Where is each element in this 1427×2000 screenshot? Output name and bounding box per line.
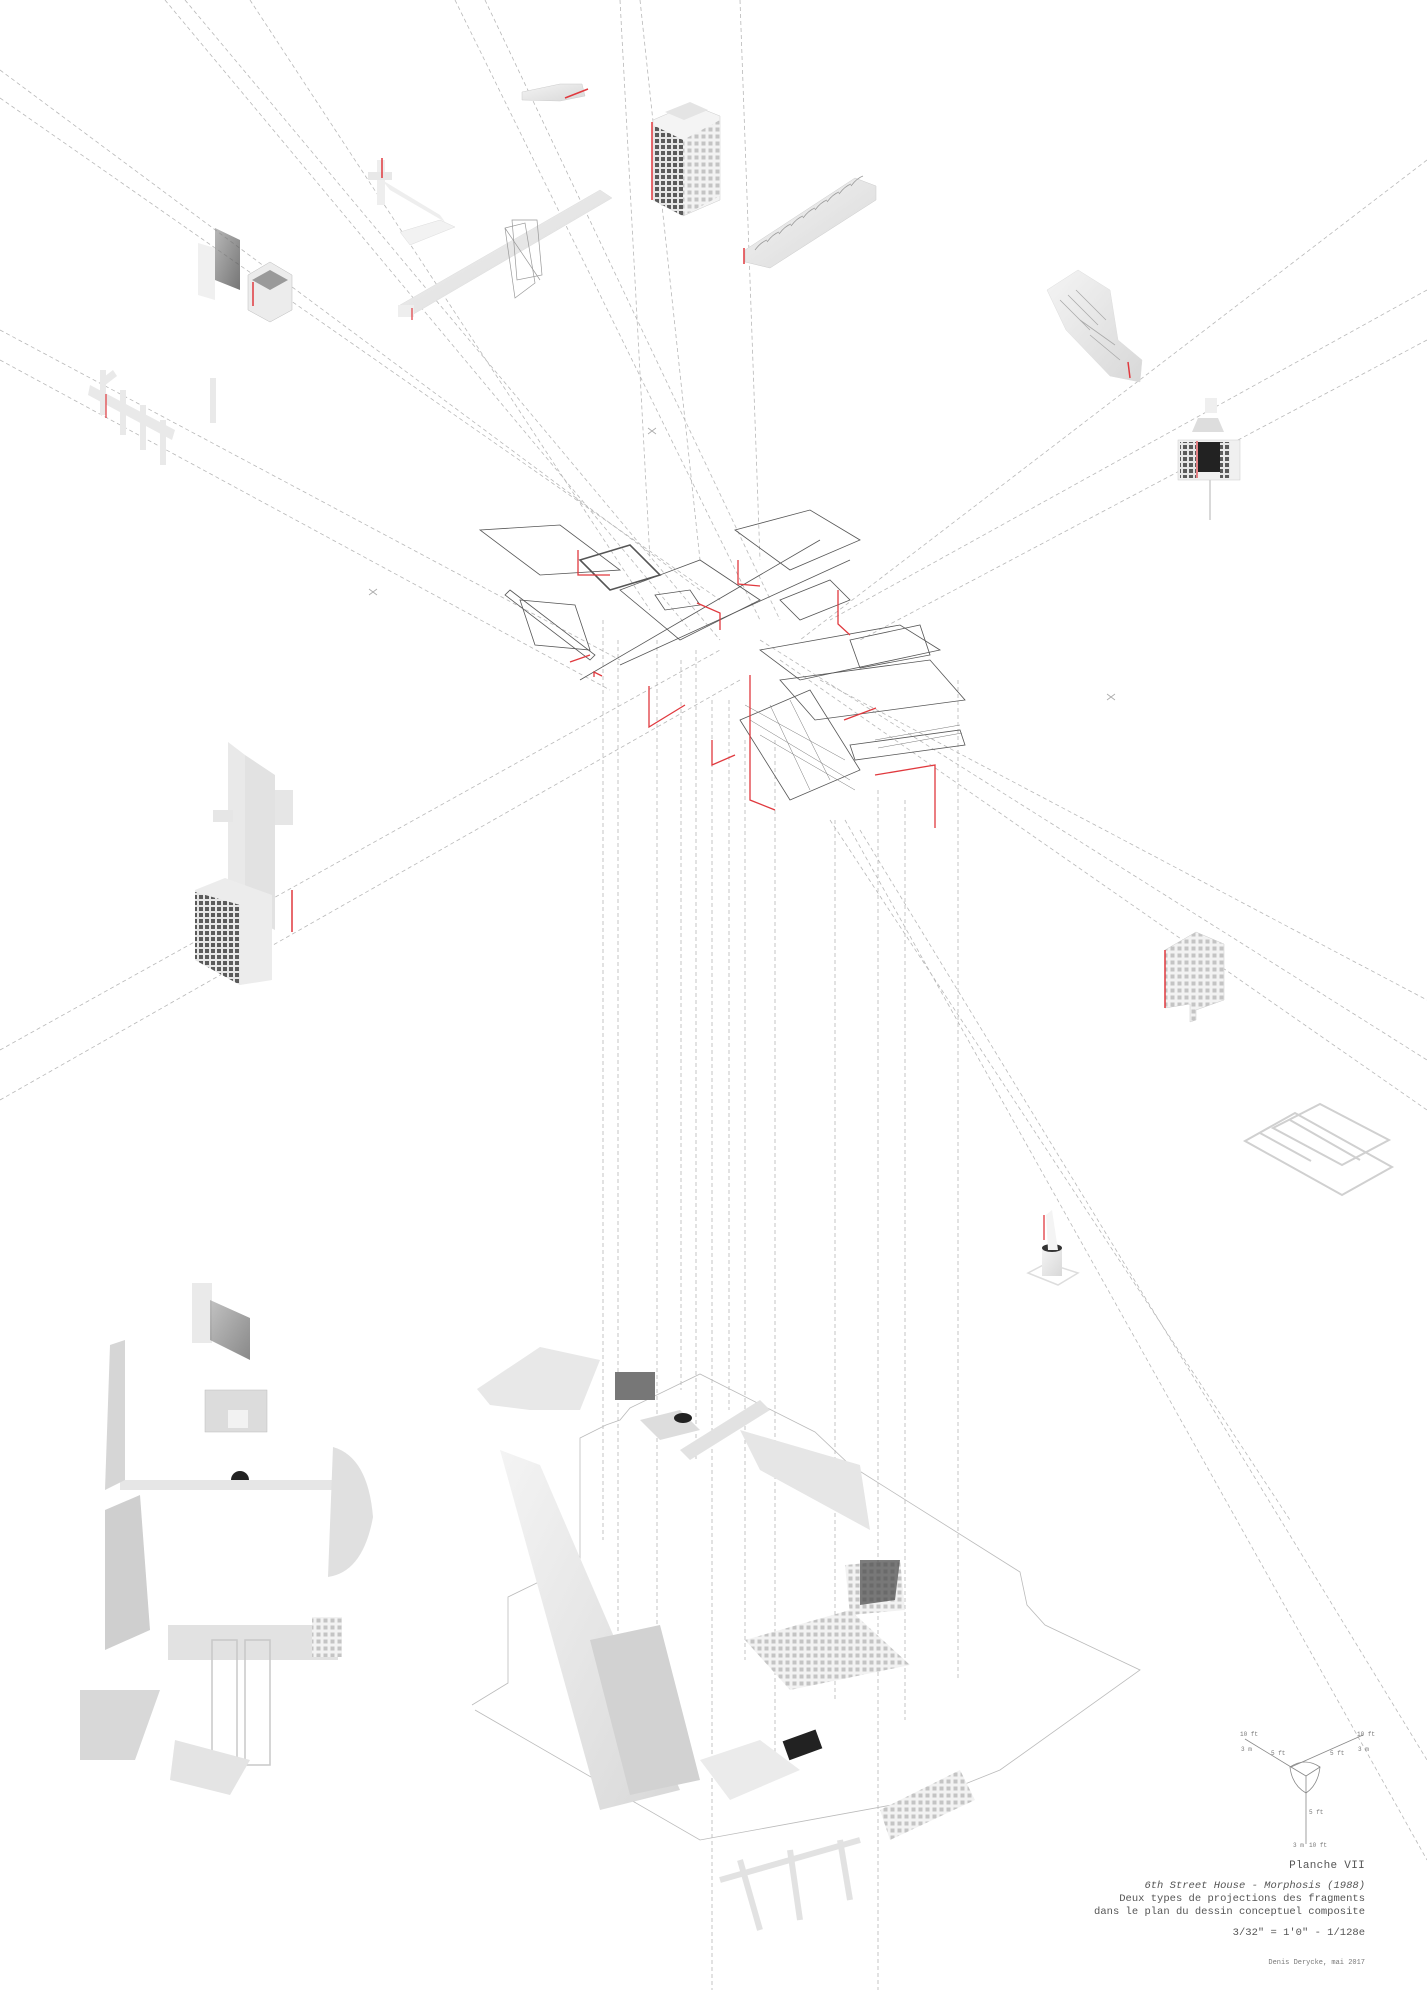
reference-markers — [368, 427, 1116, 701]
central-red-markers — [569, 550, 936, 828]
axis-label-down-mid: 5 ft — [1309, 1809, 1323, 1816]
central-composite-plan — [478, 509, 966, 801]
rendered-assembly-center — [471, 1347, 1141, 1931]
vaulted-stair-fragment — [743, 175, 877, 269]
cross-posts-fragment — [88, 370, 216, 465]
plate-number: Planche VII — [1289, 1860, 1365, 1872]
tower-building-fragment — [651, 102, 721, 217]
description-line-1: Deux types de projections des fragments — [1119, 1893, 1365, 1905]
axis-label-left-end: 10 ft — [1240, 1731, 1258, 1738]
rendered-assembly-left — [80, 1283, 373, 1795]
ladder-frames-fragment — [1242, 1102, 1395, 1197]
axis-label-right-end: 10 ft — [1357, 1731, 1375, 1738]
project-title: 6th Street House - Morphosis (1988) — [1144, 1880, 1365, 1892]
axis-label-down-metric: 3 m — [1293, 1842, 1304, 1849]
title-block: Planche VII 6th Street House - Morphosis… — [1094, 1860, 1365, 1967]
cylinder-spike-fragment — [1026, 1210, 1080, 1286]
axis-label-right-mid: 5 ft — [1330, 1750, 1344, 1757]
grid-u-wall-fragment — [1164, 931, 1225, 1023]
scale-label: 3/32" = 1'0" - 1/128e — [1232, 1927, 1365, 1939]
axis-label-right-metric: 3 m — [1358, 1746, 1369, 1753]
small-stair-fragment — [521, 83, 589, 102]
author-credit: Denis Derycke, mai 2017 — [1268, 1959, 1365, 1967]
axis-label-left-metric: 3 m — [1241, 1746, 1252, 1753]
wall-with-grid-box-fragment — [195, 742, 293, 985]
axis-label-down-end: 10 ft — [1309, 1842, 1327, 1849]
axis-indicator — [1244, 1734, 1364, 1844]
axis-label-left-mid: 5 ft — [1271, 1750, 1285, 1757]
facade-box-fragment — [1177, 398, 1241, 520]
beam-with-cross-fragment — [368, 158, 456, 246]
axis-indicator-labels: 10 ft 3 m 5 ft 10 ft 3 m 5 ft 5 ft 10 ft… — [1240, 1731, 1375, 1849]
description-line-2: dans le plan du dessin conceptuel compos… — [1094, 1906, 1365, 1918]
long-beam-truss-fragment — [398, 189, 613, 320]
walls-and-box-fragment — [198, 228, 293, 323]
curved-stair-fragment — [1046, 269, 1143, 383]
